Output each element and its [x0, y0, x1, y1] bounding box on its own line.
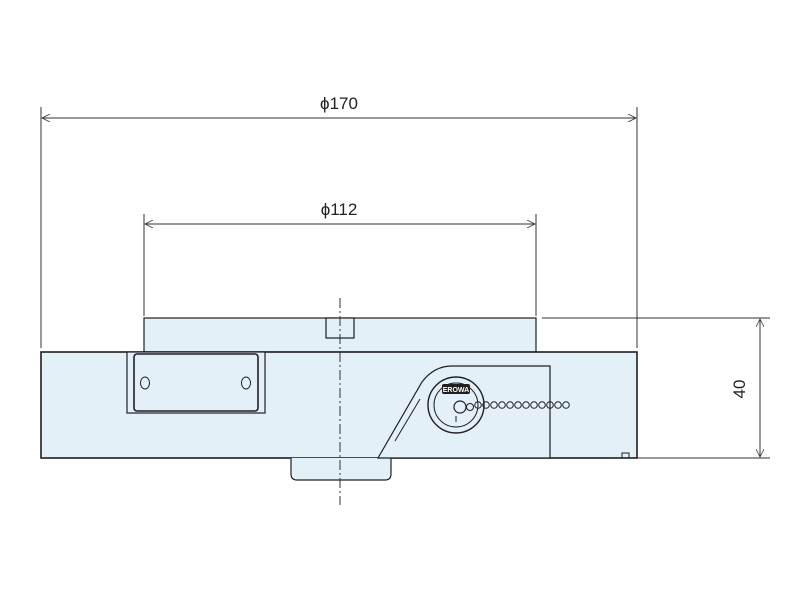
chuck-part: EROWA	[40, 317, 638, 481]
outer-diameter-dimension: ϕ170	[40, 94, 638, 348]
window-plate	[133, 353, 259, 412]
outer-diameter-label: ϕ170	[320, 94, 358, 113]
screw-hole-left	[140, 376, 150, 390]
inner-diameter-dimension: ϕ112	[143, 200, 537, 316]
logo-text: EROWA	[443, 387, 469, 394]
bottom-spigot	[290, 458, 392, 481]
lock-housing-edge	[394, 398, 421, 442]
inner-diameter-label: ϕ112	[321, 200, 358, 219]
lock-disc-inner	[433, 382, 479, 428]
screw-hole-right	[241, 376, 251, 390]
corner-indicator	[621, 452, 630, 459]
height-label: 40	[730, 380, 749, 399]
key-chain	[474, 401, 570, 409]
height-dimension: 40	[542, 317, 770, 459]
logo-badge	[442, 384, 470, 394]
key-ring	[466, 403, 474, 411]
